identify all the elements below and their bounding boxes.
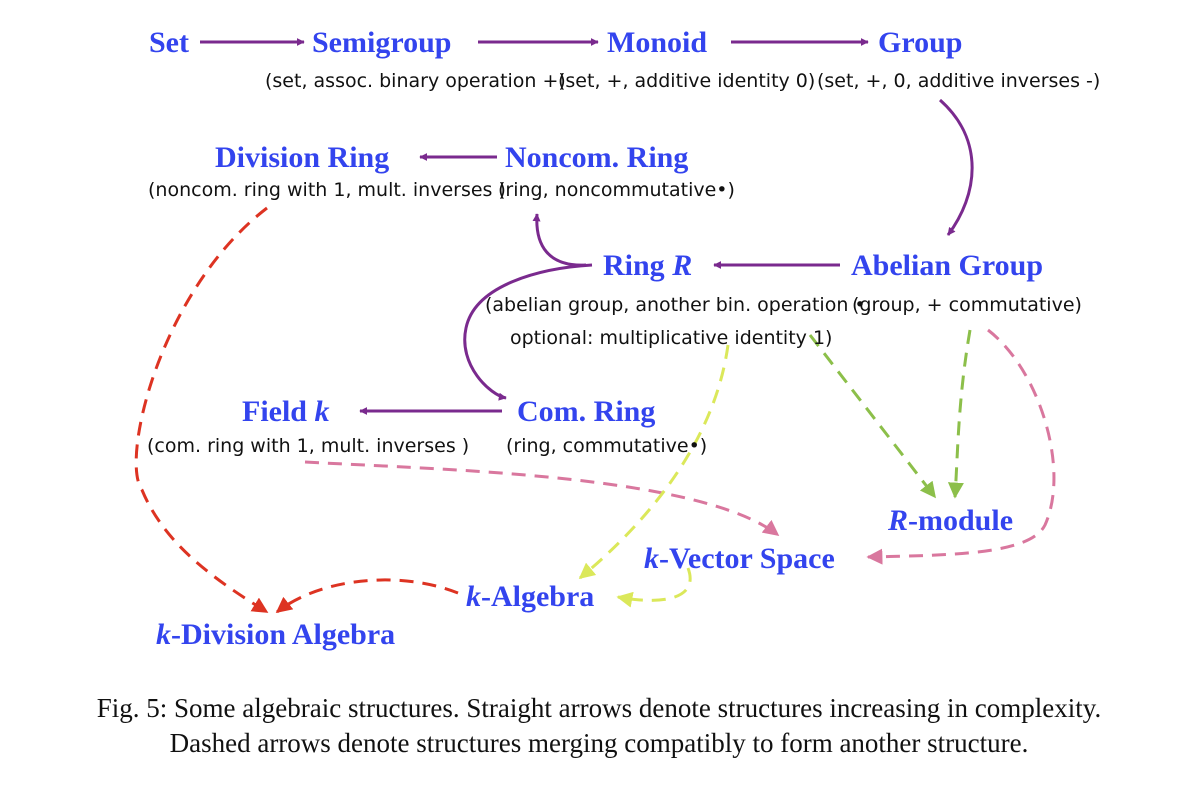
dashed-arrow-k-algebra-to-division-algebra xyxy=(275,578,459,614)
node-division-algebra-title: k-Division Algebra xyxy=(156,618,395,651)
arrow-ring-to-noncom-ring xyxy=(532,213,587,267)
node-field-title: Field k xyxy=(242,395,330,428)
node-abelian-group-title: Abelian Group xyxy=(851,249,1043,282)
node-noncom-ring-subtitle: (ring, noncommutative•) xyxy=(498,179,735,201)
dashed-arrow-division-ring-to-division-algebra xyxy=(134,206,269,614)
node-field-subtitle: (com. ring with 1, mult. inverses ) xyxy=(147,435,469,457)
node-ring-subtitle-line2: optional: multiplicative identity 1) xyxy=(510,327,832,349)
dashed-arrow-vector-space-to-k-algebra xyxy=(616,567,692,608)
node-monoid-subtitle: (set, +, additive identity 0) xyxy=(558,70,815,92)
arrow-ring-to-com-ring xyxy=(463,263,593,401)
node-semigroup-subtitle: (set, assoc. binary operation +) xyxy=(265,70,566,92)
node-com-ring-subtitle: (ring, commutative•) xyxy=(506,435,707,457)
node-monoid-title: Monoid xyxy=(607,26,707,59)
node-group-subtitle: (set, +, 0, additive inverses -) xyxy=(817,70,1100,92)
node-r-module-title: R-module xyxy=(887,504,1013,537)
node-ring-title: Ring R xyxy=(603,249,692,282)
node-abelian-group-subtitle: (group, + commutative) xyxy=(852,294,1082,316)
dashed-arrow-abelian-group-to-vector-space xyxy=(866,328,1056,565)
node-ring-subtitle-line1: (abelian group, another bin. operation •… xyxy=(485,294,872,316)
dashed-arrow-field-to-vector-space xyxy=(304,460,780,537)
caption-line-2: Dashed arrows denote structures merging … xyxy=(170,728,1029,758)
node-group-title: Group xyxy=(878,26,962,59)
dashed-arrow-ring-to-r-module xyxy=(808,334,937,499)
node-com-ring-title: Com. Ring xyxy=(517,395,655,428)
node-semigroup-title: Semigroup xyxy=(312,26,451,59)
dashed-arrow-abelian-group-to-r-module xyxy=(947,329,972,499)
dashed-arrow-ring-to-k-algebra xyxy=(578,344,730,580)
node-vector-space-title: k-Vector Space xyxy=(644,542,835,575)
node-k-algebra-title: k-Algebra xyxy=(466,580,594,613)
arrow-group-to-abelian-group xyxy=(939,98,974,236)
node-division-ring-subtitle: (noncom. ring with 1, mult. inverses ) xyxy=(148,179,506,201)
node-set-title: Set xyxy=(149,26,189,59)
node-division-ring-title: Division Ring xyxy=(215,141,389,174)
caption-line-1: Fig. 5: Some algebraic structures. Strai… xyxy=(97,693,1102,723)
node-noncom-ring-title: Noncom. Ring xyxy=(505,141,688,174)
